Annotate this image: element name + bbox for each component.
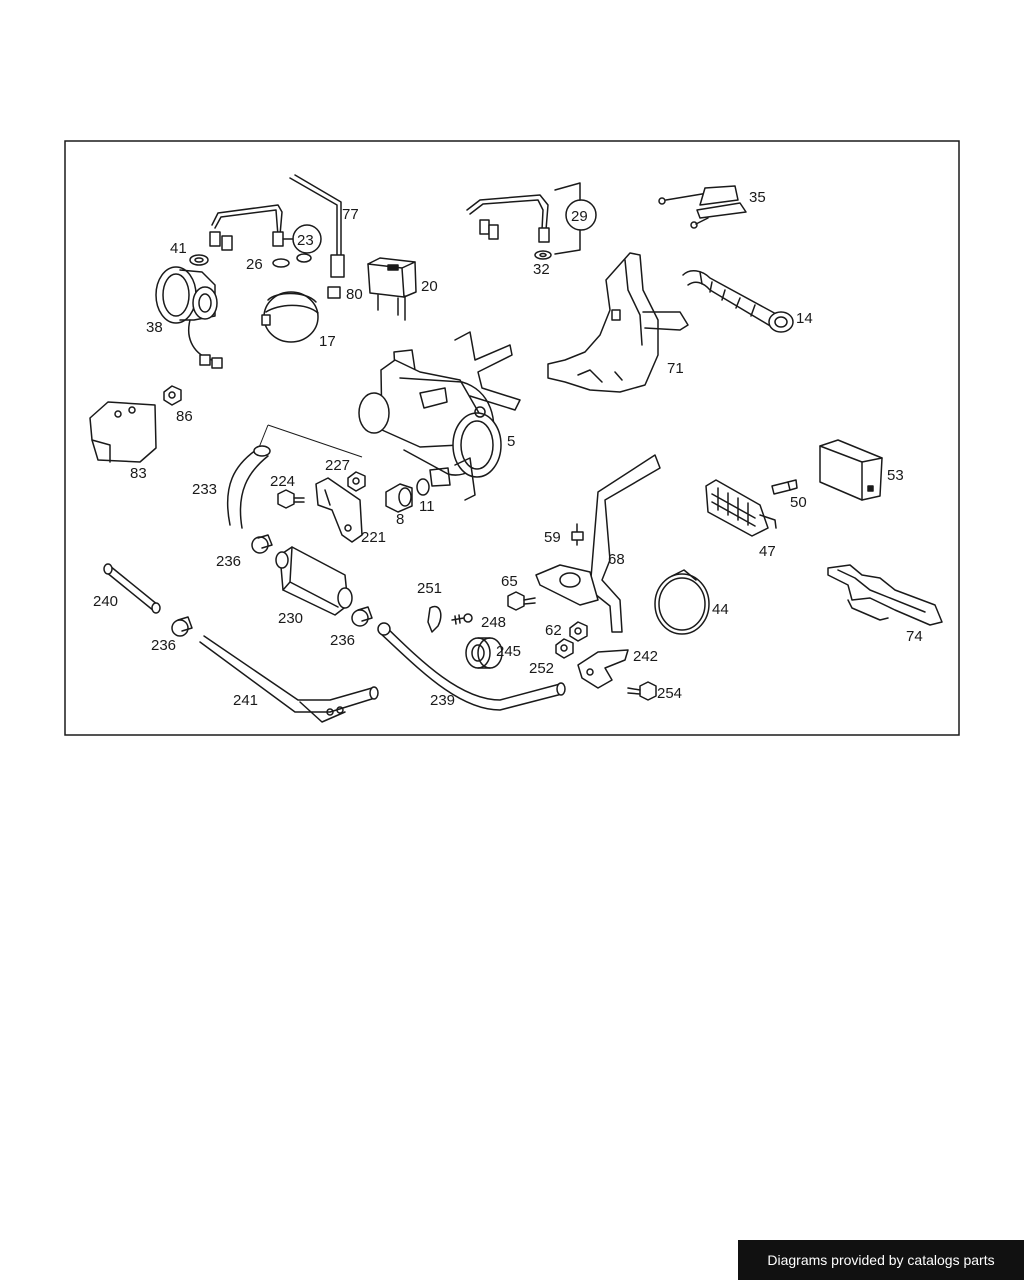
part-239-pipe [377,622,566,711]
part-38-pump [155,266,223,369]
label-41: 41 [170,240,187,257]
label-23: 23 [297,232,314,249]
part-221-bracket [315,477,363,543]
label-65: 65 [501,573,518,590]
label-59: 59 [544,529,561,546]
label-44: 44 [712,601,729,618]
label-8: 8 [396,511,404,528]
label-83: 83 [130,465,147,482]
part-236-clamp-right [351,606,373,627]
label-29: 29 [571,208,588,225]
label-236-right: 236 [330,632,355,649]
label-240: 240 [93,593,118,610]
part-233-hose [226,445,271,529]
part-44-hose-clamp [654,569,710,635]
part-236-clamp-upper [251,534,273,554]
label-53: 53 [887,467,904,484]
part-23-wire-harness [209,204,322,254]
label-77: 77 [342,206,359,223]
part-8-flange [385,483,413,513]
part-53-cover-box [819,439,883,501]
part-224-bolt [277,489,305,509]
label-80: 80 [346,286,363,303]
part-14-hose [682,270,794,333]
part-77-rod [289,174,345,278]
part-50-screw [771,479,798,495]
part-41-washer [189,254,209,266]
part-227-nut [347,471,366,492]
part-20-relay [367,257,417,321]
label-233: 233 [192,481,217,498]
part-32-washer [534,250,552,260]
label-248: 248 [481,614,506,631]
part-241-exhaust-pipe [199,635,379,723]
label-5: 5 [507,433,515,450]
part-labels: 5 8 11 14 17 20 23 26 29 32 35 38 41 44 … [93,189,923,709]
label-11: 11 [419,498,435,515]
label-245: 245 [496,643,521,660]
label-71: 71 [667,360,684,377]
label-62: 62 [545,622,562,639]
label-239: 239 [430,692,455,709]
label-241: 241 [233,692,258,709]
part-254-bolt [627,681,657,701]
diagram-credit: Diagrams provided by catalogs parts [738,1240,1024,1280]
part-65-bolt [507,591,536,611]
label-254: 254 [657,685,682,702]
label-17: 17 [319,333,336,350]
label-227: 227 [325,457,350,474]
label-14: 14 [796,310,813,327]
part-240-pipe [103,563,161,614]
part-71-bracket [547,252,689,393]
part-17-cap [261,291,319,343]
part-251-clip [427,605,442,633]
label-251: 251 [417,580,442,597]
label-236-upper: 236 [216,553,241,570]
label-74: 74 [906,628,923,645]
part-252-nut [555,638,574,659]
label-38: 38 [146,319,163,336]
label-35: 35 [749,189,766,206]
part-59-stud [571,523,584,546]
part-74-wiring-bracket [827,564,943,626]
part-242-bracket [577,649,629,689]
label-236-lower: 236 [151,637,176,654]
part-86-nut [163,385,182,406]
part-68-bracket [535,454,661,633]
label-68: 68 [608,551,625,568]
part-29-wire-harness [466,182,597,255]
label-86: 86 [176,408,193,425]
label-221: 221 [361,529,386,546]
part-47-control-module [705,479,777,537]
label-47: 47 [759,543,776,560]
label-230: 230 [278,610,303,627]
label-26: 26 [246,256,263,273]
label-224: 224 [270,473,295,490]
label-32: 32 [533,261,550,278]
label-50: 50 [790,494,807,511]
label-252: 252 [529,660,554,677]
part-11-gasket [416,478,430,496]
part-245-bushing [465,637,503,669]
part-26-washer [272,253,312,268]
part-230-muffler [275,546,353,616]
part-248-screw [451,613,473,625]
label-242: 242 [633,648,658,665]
part-35-connector [658,185,747,229]
part-5-heater [358,331,521,501]
diagram-frame [64,140,960,736]
part-83-bracket [89,401,157,463]
part-80-grommet [327,286,341,299]
part-62-nut [569,621,588,642]
label-20: 20 [421,278,438,295]
part-236-clamp-lower [171,616,193,637]
